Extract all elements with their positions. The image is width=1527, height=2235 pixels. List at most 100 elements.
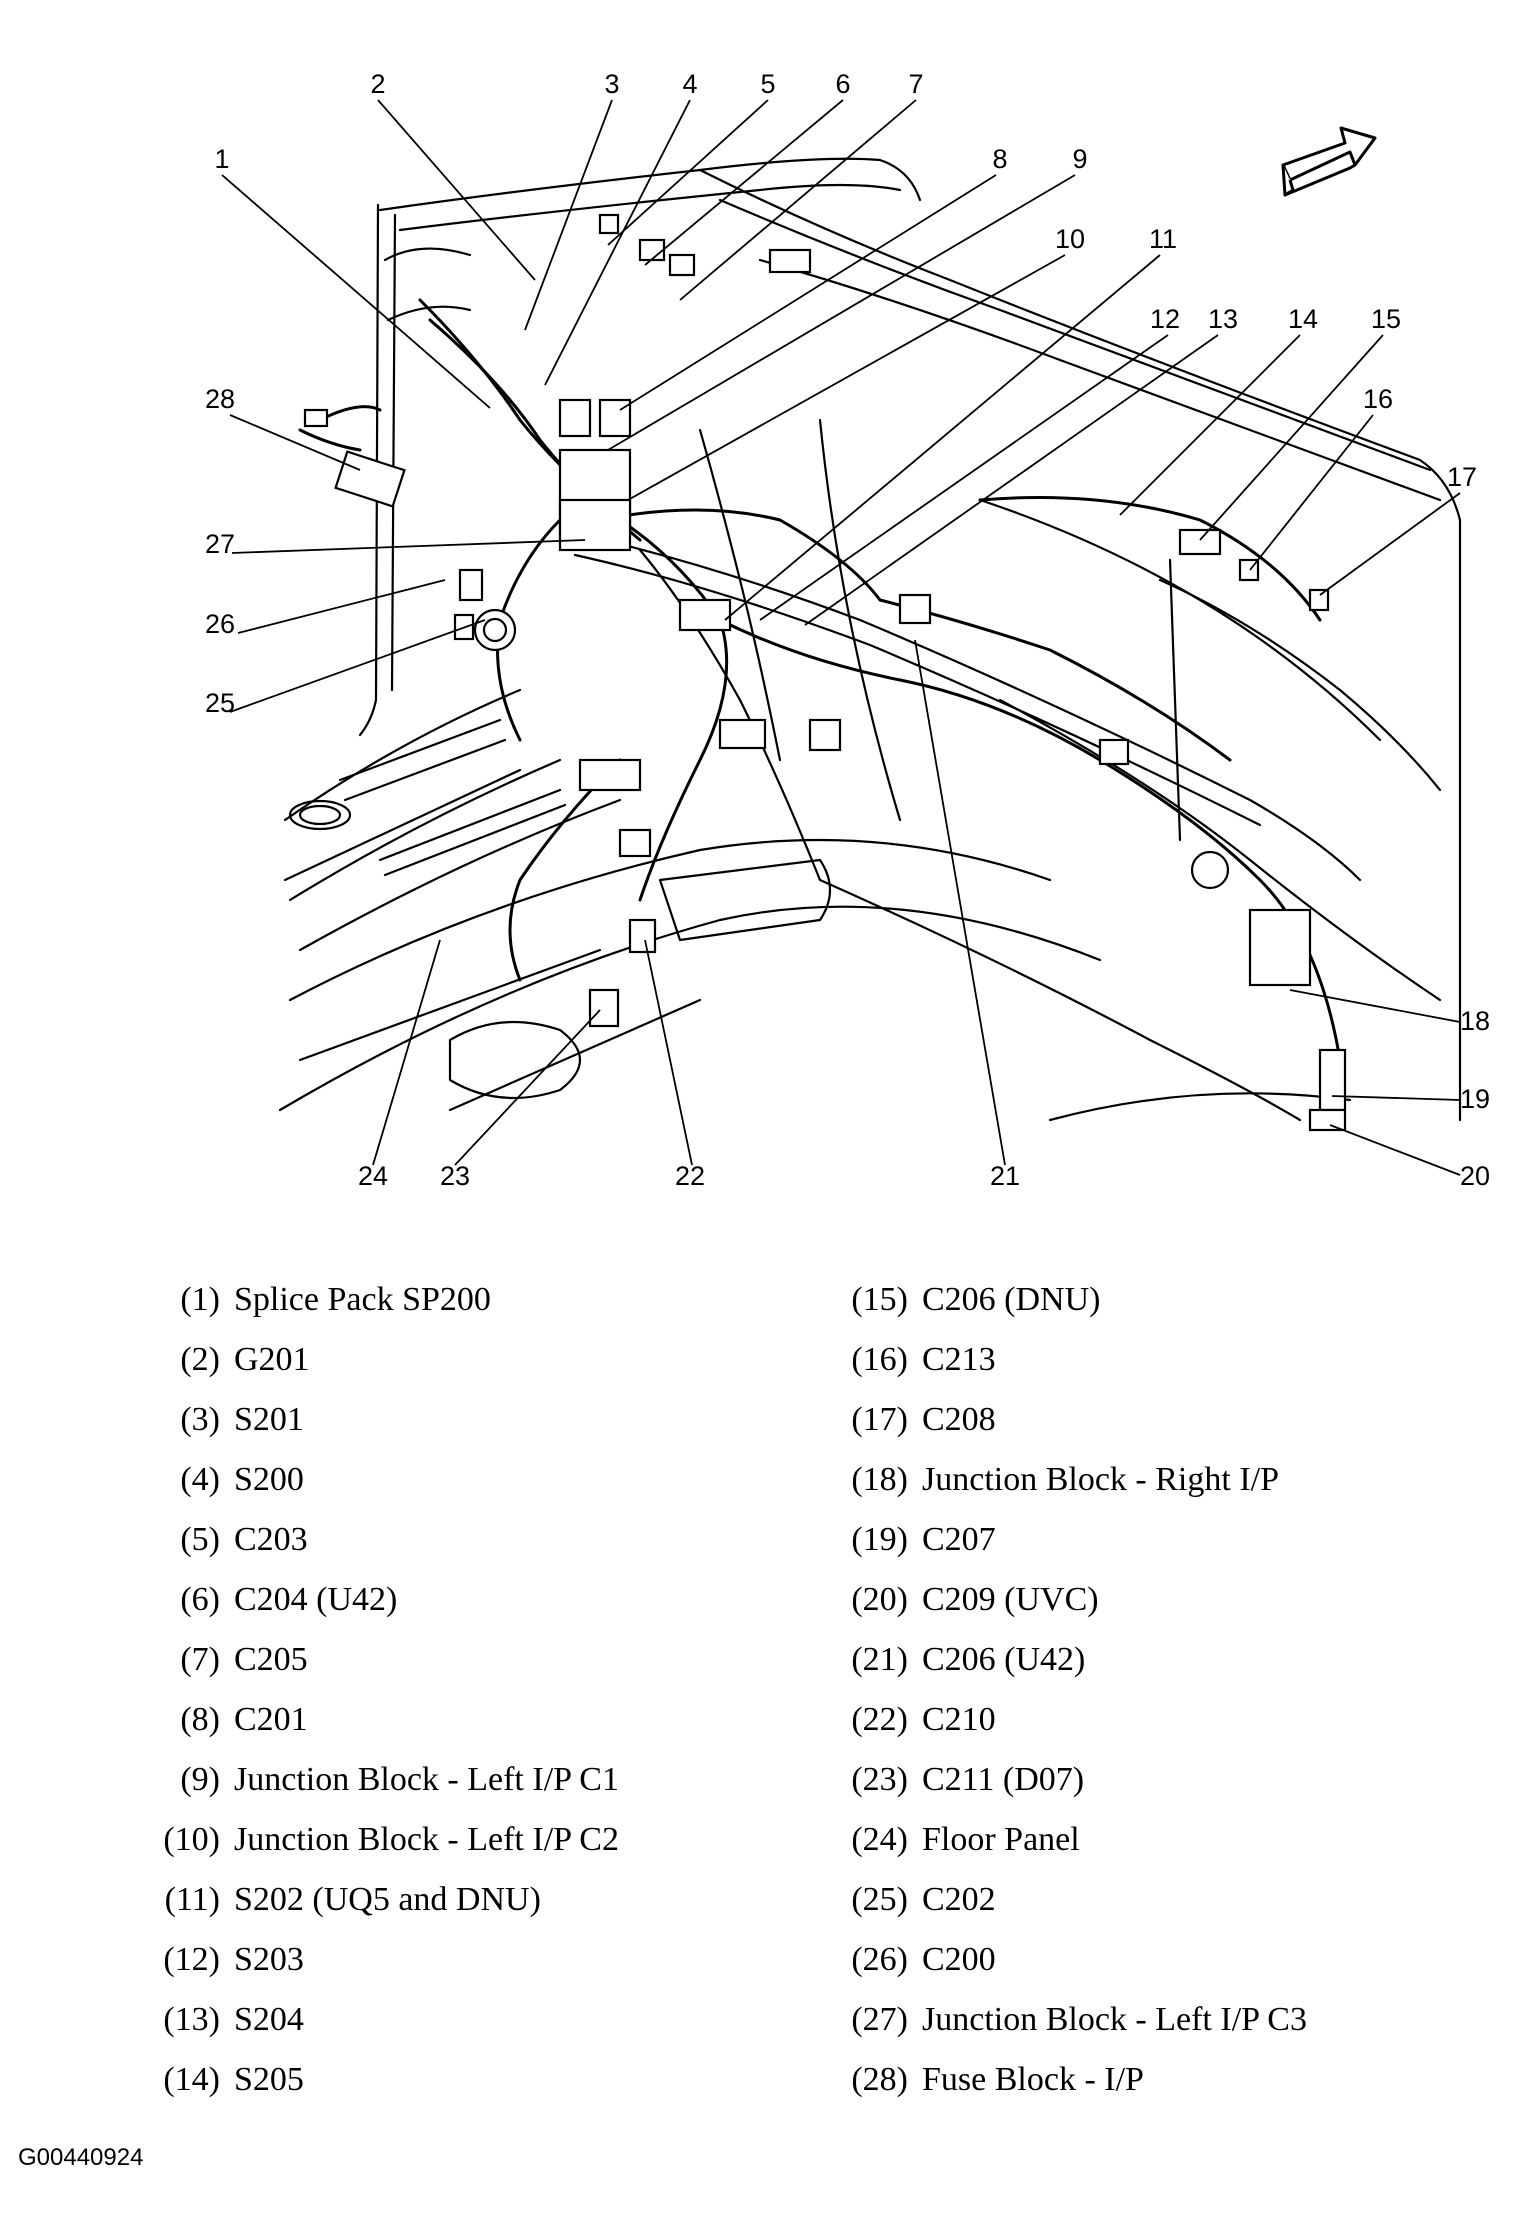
callout-5: 5	[760, 69, 775, 99]
forward-arrow-icon	[1281, 126, 1377, 197]
legend-number: (25)	[851, 1881, 908, 1918]
callout-10: 10	[1055, 224, 1085, 254]
legend-label: S203	[234, 1941, 304, 1978]
legend-item: (9)Junction Block - Left I/P C1	[158, 1763, 619, 1797]
legend-item: (13)S204	[158, 2003, 304, 2037]
callout-11: 11	[1149, 224, 1177, 254]
legend-number: (19)	[851, 1521, 908, 1558]
legend-item: (5) C203	[158, 1521, 308, 1558]
callout-9: 9	[1072, 144, 1087, 174]
legend-number: (8)	[180, 1701, 220, 1738]
legend-number: (10)	[163, 1821, 220, 1858]
legend-item: (22)C210	[840, 1703, 995, 1737]
legend-number: (16)	[851, 1341, 908, 1378]
leader-lines	[221, 99, 1461, 1176]
callout-18: 18	[1460, 1006, 1490, 1036]
legend-number: (2)	[180, 1341, 220, 1378]
legend-label: S201	[234, 1401, 304, 1438]
legend-label: Fuse Block - I/P	[922, 2061, 1144, 2098]
legend-number: (23)	[851, 1761, 908, 1798]
legend-item: (24) Floor Panel	[840, 1821, 1080, 1858]
legend-item: (4) S200	[158, 1463, 304, 1497]
legend-label: C203	[234, 1521, 308, 1558]
legend-item: (28) Fuse Block - I/P	[840, 2063, 1144, 2097]
legend-label: C207	[922, 1521, 996, 1558]
legend-number: (11)	[164, 1881, 220, 1918]
legend-number: (17)	[851, 1401, 908, 1438]
callout-20: 20	[1460, 1161, 1490, 1191]
callout-27: 27	[205, 529, 235, 559]
legend-item: (7)C205	[158, 1641, 307, 1678]
callout-26: 26	[205, 609, 235, 639]
legend-number: (5)	[180, 1521, 220, 1558]
legend-label: G201	[234, 1341, 310, 1378]
legend-number: (14)	[163, 2061, 220, 2098]
legend-number: (24)	[851, 1821, 908, 1858]
legend-item: (14) S205	[158, 2063, 304, 2097]
legend-label: Junction Block - Right I/P	[922, 1461, 1279, 1498]
legend-label: C202	[922, 1881, 996, 1918]
callout-21: 21	[990, 1161, 1020, 1191]
callout-14: 14	[1288, 304, 1318, 334]
callout-22: 22	[675, 1161, 705, 1191]
legend-label: S200	[234, 1461, 304, 1498]
legend-item: (26)C200	[840, 1941, 995, 1978]
legend-number: (21)	[851, 1641, 908, 1678]
legend-item: (1) Splice Pack SP200	[158, 1283, 491, 1317]
callout-24: 24	[358, 1161, 388, 1191]
legend-item: (10) Junction Block - Left I/P C2	[158, 1823, 619, 1857]
wiring-location-drawing: 1234567891011121314151617181920212223242…	[205, 69, 1490, 1191]
legend-label: S205	[234, 2061, 304, 2098]
callout-13: 13	[1208, 304, 1238, 334]
legend-item: (8) C201	[158, 1701, 308, 1738]
legend-item: (27) Junction Block - Left I/P C3	[840, 2003, 1307, 2037]
callout-23: 23	[440, 1161, 470, 1191]
figure-id: G00440924	[18, 2144, 144, 2171]
legend-number: (26)	[851, 1941, 908, 1978]
callout-16: 16	[1363, 384, 1393, 414]
callout-2: 2	[370, 69, 385, 99]
legend-label: C211 (D07)	[922, 1761, 1085, 1798]
legend-number: (4)	[180, 1461, 220, 1498]
legend-label: Splice Pack SP200	[234, 1281, 491, 1318]
legend-label: S204	[234, 2001, 304, 2038]
legend-number: (1)	[180, 1281, 220, 1318]
callout-25: 25	[205, 688, 235, 718]
legend-number: (28)	[851, 2061, 908, 2098]
callout-4: 4	[682, 69, 697, 99]
legend-item: (25) C202	[840, 1881, 996, 1918]
legend-number: (20)	[851, 1581, 908, 1618]
legend-item: (21)C206 (U42)	[840, 1643, 1085, 1677]
legend-item: (16) C213	[840, 1341, 996, 1378]
legend-label: C208	[922, 1401, 996, 1438]
legend-label: Junction Block - Left I/P C2	[234, 1821, 619, 1858]
legend-label: C201	[234, 1701, 308, 1738]
legend-item: (12)S203	[158, 1943, 304, 1977]
legend-number: (3)	[180, 1401, 220, 1438]
vehicle-interior-outline	[278, 157, 1462, 1122]
callout-12: 12	[1150, 304, 1180, 334]
legend-item: (2) G201	[158, 1341, 310, 1378]
legend-number: (18)	[851, 1461, 908, 1498]
callout-17: 17	[1447, 462, 1477, 492]
callout-28: 28	[205, 384, 235, 414]
legend-label: C213	[922, 1341, 996, 1378]
callout-15: 15	[1371, 304, 1401, 334]
callout-19: 19	[1460, 1084, 1490, 1114]
legend-label: C204 (U42)	[234, 1581, 398, 1618]
legend-label: C209 (UVC)	[922, 1581, 1099, 1618]
wiring-harness	[298, 298, 1342, 1062]
legend-label: C206 (DNU)	[922, 1281, 1101, 1318]
legend-item: (18) Junction Block - Right I/P	[840, 1463, 1279, 1497]
callout-1: 1	[214, 144, 229, 174]
legend-number: (7)	[180, 1641, 220, 1678]
legend-label: Floor Panel	[922, 1821, 1080, 1858]
callout-7: 7	[908, 69, 923, 99]
legend-label: Junction Block - Left I/P C1	[234, 1761, 619, 1798]
legend-label: Junction Block - Left I/P C3	[922, 2001, 1307, 2038]
legend-item: (23) C211 (D07)	[840, 1763, 1084, 1797]
legend-label: S202 (UQ5 and DNU)	[234, 1881, 541, 1918]
legend-number: (27)	[851, 2001, 908, 2038]
legend-number: (15)	[851, 1281, 908, 1318]
